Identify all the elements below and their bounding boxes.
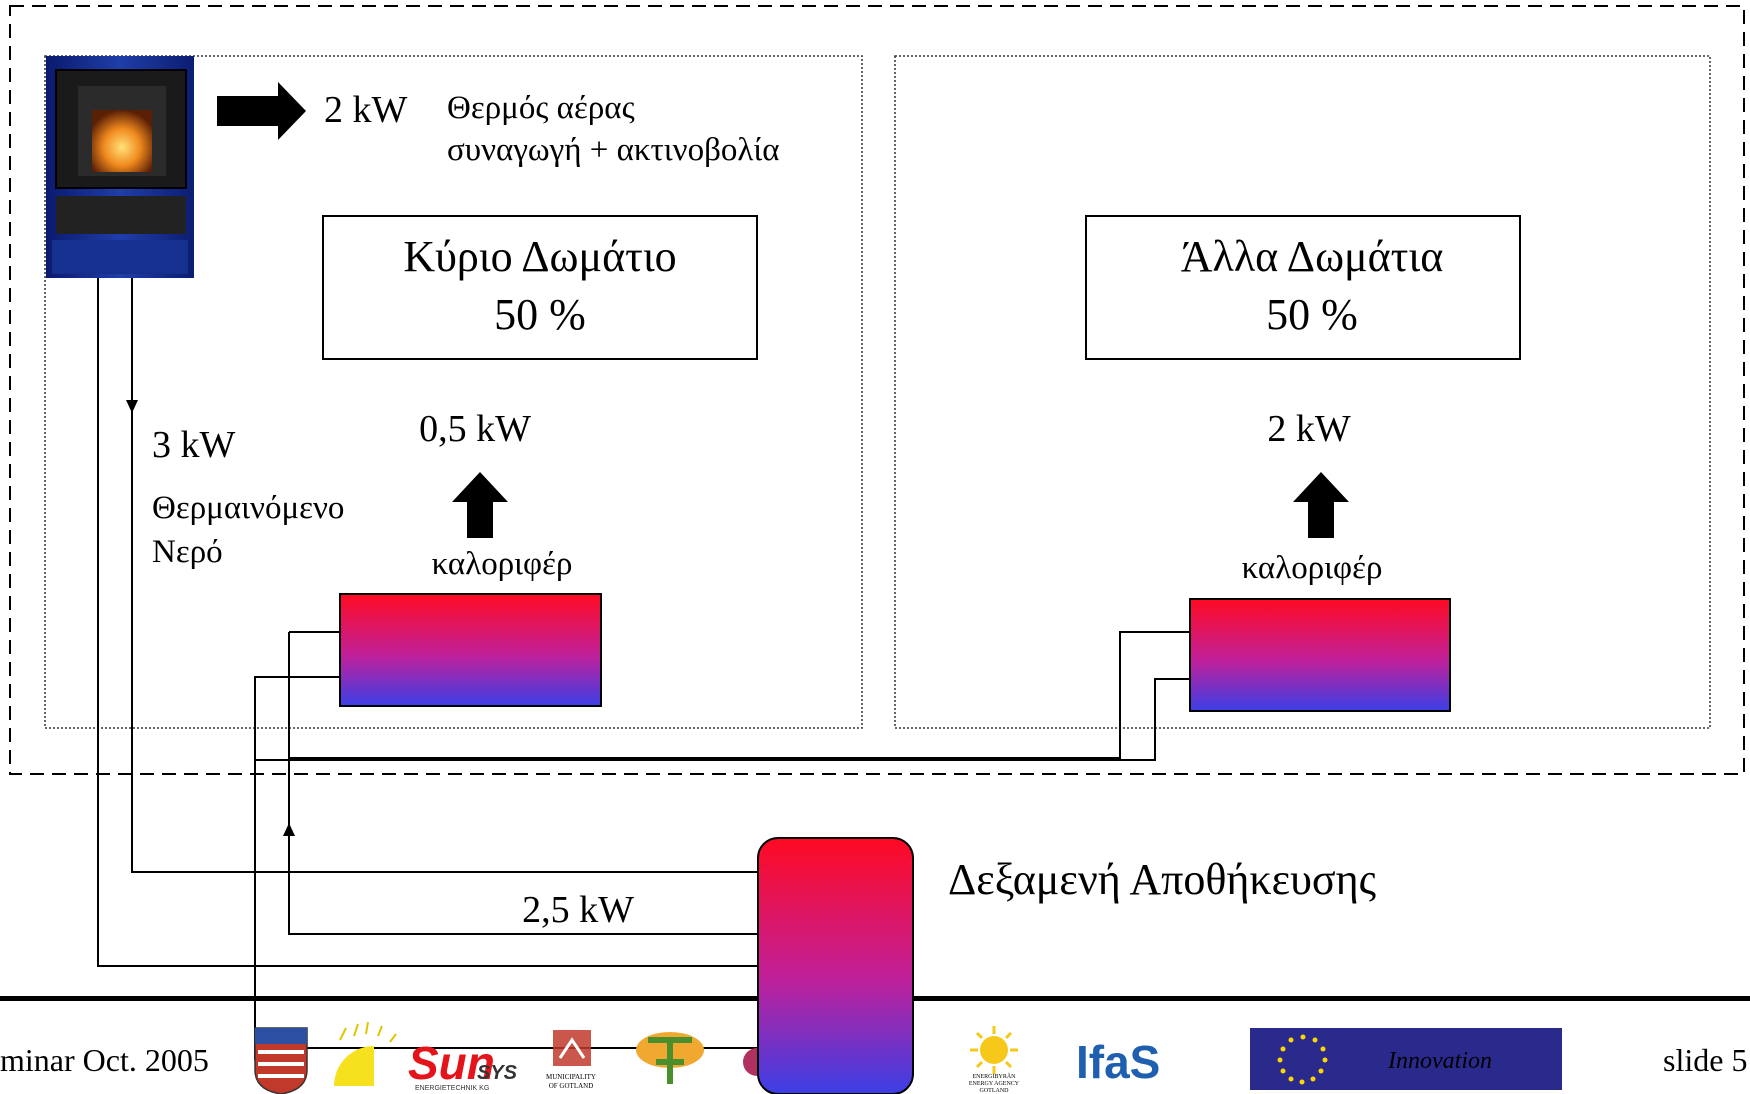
agency-line1: ENERGIBYRÅN	[973, 1072, 1017, 1080]
other-rooms-share: 50 %	[1266, 290, 1358, 339]
energy-agency-logo: ENERGIBYRÅN ENERGY AGENCY GOTLAND	[969, 1026, 1020, 1094]
main-radiator-label: καλοριφέρ	[432, 546, 573, 582]
pellet-stove-image	[46, 56, 194, 278]
tree-logo	[636, 1032, 704, 1084]
other-radiator	[1189, 598, 1451, 712]
sunsys-logo: Sun SYS ENERGIETECHNIK KG	[334, 1021, 518, 1092]
other-radiator-return	[255, 678, 1190, 761]
coat-of-arms-logo	[254, 1027, 308, 1094]
house-boundary	[9, 5, 1745, 775]
piping	[97, 278, 1190, 1060]
sunsys-sub: ENERGIETECHNIK KG	[415, 1085, 489, 1092]
return-power-label: 2,5 kW	[522, 889, 634, 931]
stove-flow-pipe	[131, 278, 758, 873]
other-rooms-area	[894, 55, 1711, 729]
agency-line3: GOTLAND	[980, 1088, 1010, 1094]
air-desc-line2: συναγωγή + ακτινοβολία	[447, 132, 780, 168]
other-rooms-box	[1085, 215, 1521, 360]
heating-supply-pipe	[288, 742, 758, 935]
flow-arrow-down	[126, 400, 138, 413]
main-radiator	[339, 593, 602, 707]
main-room-area	[44, 55, 863, 729]
main-room-share: 50 %	[494, 290, 586, 339]
flow-arrow-up	[283, 823, 295, 836]
footer-right-text: slide 5	[1663, 1042, 1747, 1078]
sunsys-small: SYS	[477, 1062, 518, 1084]
stove-return-pipe	[97, 278, 758, 967]
main-radiator-return	[254, 676, 340, 1060]
gotland-line2: OF GOTLAND	[549, 1082, 594, 1090]
main-room-title: Κύριο Δωμάτιο	[403, 232, 676, 281]
storage-tank	[757, 837, 914, 1094]
water-desc-line1: Θερμαινόμενο	[152, 490, 344, 526]
eu-innovation-logo: Innovation	[1250, 1028, 1562, 1090]
other-radiator-supply	[289, 631, 1190, 759]
main-radiator-heat-arrow	[452, 472, 508, 538]
gotland-municipality-logo: MUNICIPALITY OF GOTLAND	[546, 1030, 596, 1090]
footer-left-text: minar Oct. 2005	[0, 1042, 209, 1078]
other-radiator-label: καλοριφέρ	[1242, 550, 1383, 586]
water-desc-line2: Νερό	[152, 534, 223, 570]
innovation-text: Innovation	[1387, 1048, 1492, 1074]
eu-stars-icon	[1277, 1034, 1328, 1085]
ifas-logo: IfaS	[1076, 1036, 1160, 1088]
air-power-label: 2 kW	[324, 89, 408, 131]
storage-tank-label: Δεξαμενή Αποθήκευσης	[948, 855, 1376, 904]
agency-line2: ENERGY AGENCY	[969, 1081, 1020, 1087]
main-radiator-power: 0,5 kW	[419, 408, 531, 450]
gotland-line1: MUNICIPALITY	[546, 1073, 596, 1081]
sunsys-text: Sun	[408, 1037, 495, 1089]
water-power-label: 3 kW	[152, 424, 236, 466]
other-radiator-power: 2 kW	[1267, 408, 1351, 450]
air-desc-line1: Θερμός αέρας	[447, 90, 635, 126]
other-radiator-heat-arrow	[1293, 472, 1349, 538]
other-rooms-title: Άλλα Δωμάτια	[1181, 232, 1444, 281]
hot-air-arrow	[217, 82, 306, 140]
main-room-box	[322, 215, 758, 360]
